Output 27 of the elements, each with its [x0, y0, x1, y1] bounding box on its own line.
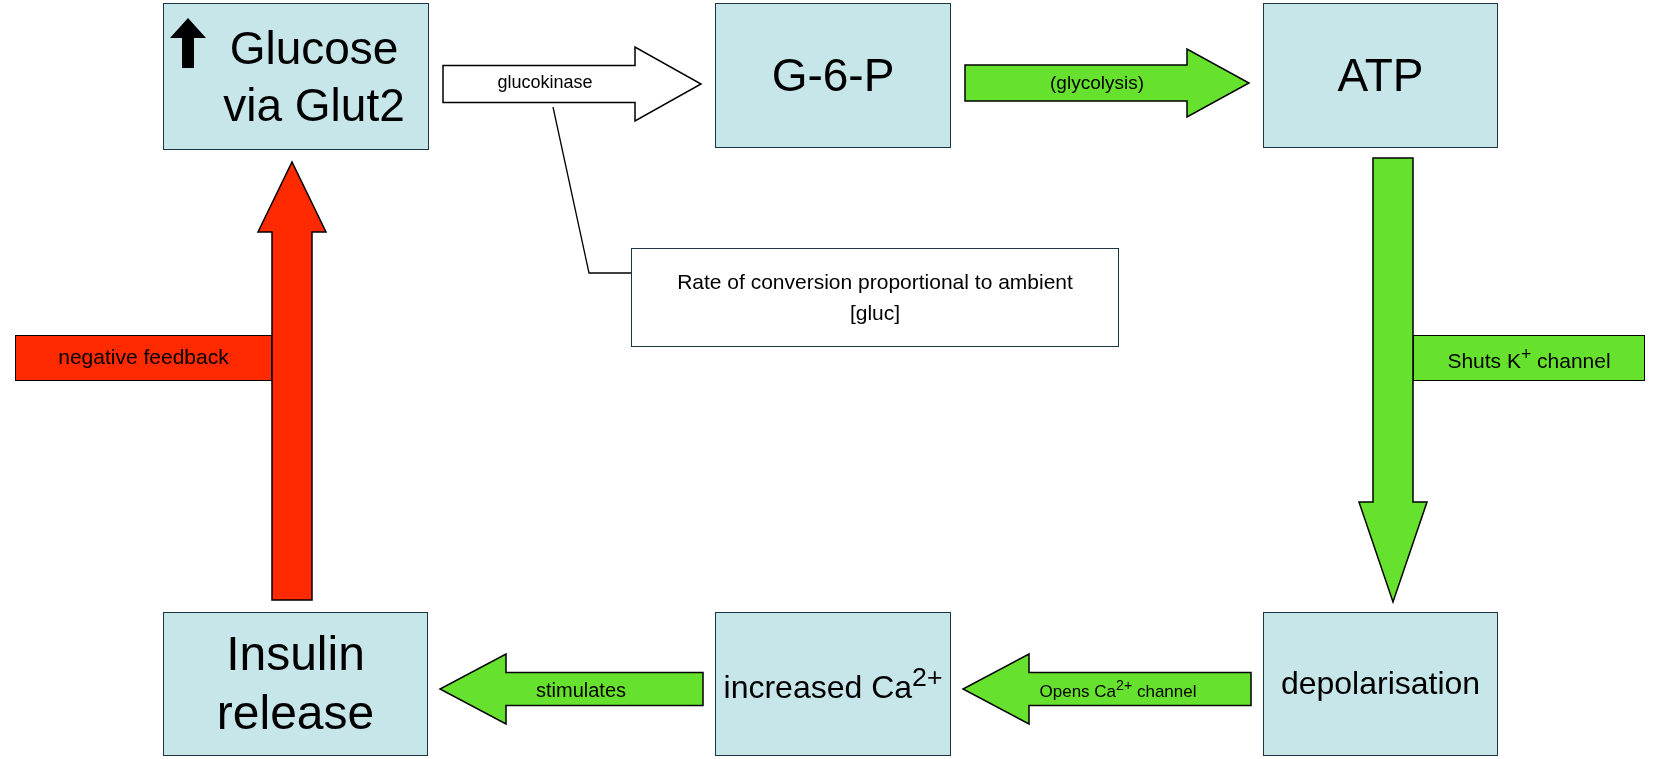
- process-box: [163, 612, 428, 756]
- block-arrow: [256, 160, 328, 601]
- edge-label: glucokinase: [497, 72, 593, 94]
- process-box: [715, 612, 951, 756]
- note-text: Rate of conversion proportional to ambient [gluc]: [676, 269, 1074, 326]
- block-arrow: [964, 47, 1251, 119]
- node-label: depolarisation: [1280, 664, 1481, 704]
- block-arrow: [961, 652, 1252, 726]
- edge-label: Opens Ca$^{2+}$ channel: [1039, 677, 1197, 703]
- process-box: [1263, 3, 1498, 148]
- edge-label: stimulates: [536, 678, 626, 702]
- node-label: increased Ca$^{2+}$: [723, 661, 943, 707]
- node-label: Insulin release: [215, 626, 376, 741]
- process-box: [715, 3, 951, 148]
- edge-label-tag: Shuts K$^{+}$ channel: [1413, 335, 1645, 381]
- block-arrow: [1357, 157, 1429, 605]
- edge-label-tag: negative feedback: [15, 335, 272, 381]
- block-arrow: [438, 652, 704, 726]
- node-label: Glucose via Glut2: [222, 21, 406, 133]
- edge-label: (glycolysis): [1050, 71, 1144, 95]
- node-label: ATP: [1337, 48, 1424, 104]
- process-box: [1263, 612, 1498, 756]
- leader-line: [552, 106, 632, 274]
- node-label: G-6-P: [771, 48, 895, 104]
- block-arrow: [442, 45, 703, 123]
- note-box: [631, 248, 1119, 347]
- process-box: [163, 3, 429, 150]
